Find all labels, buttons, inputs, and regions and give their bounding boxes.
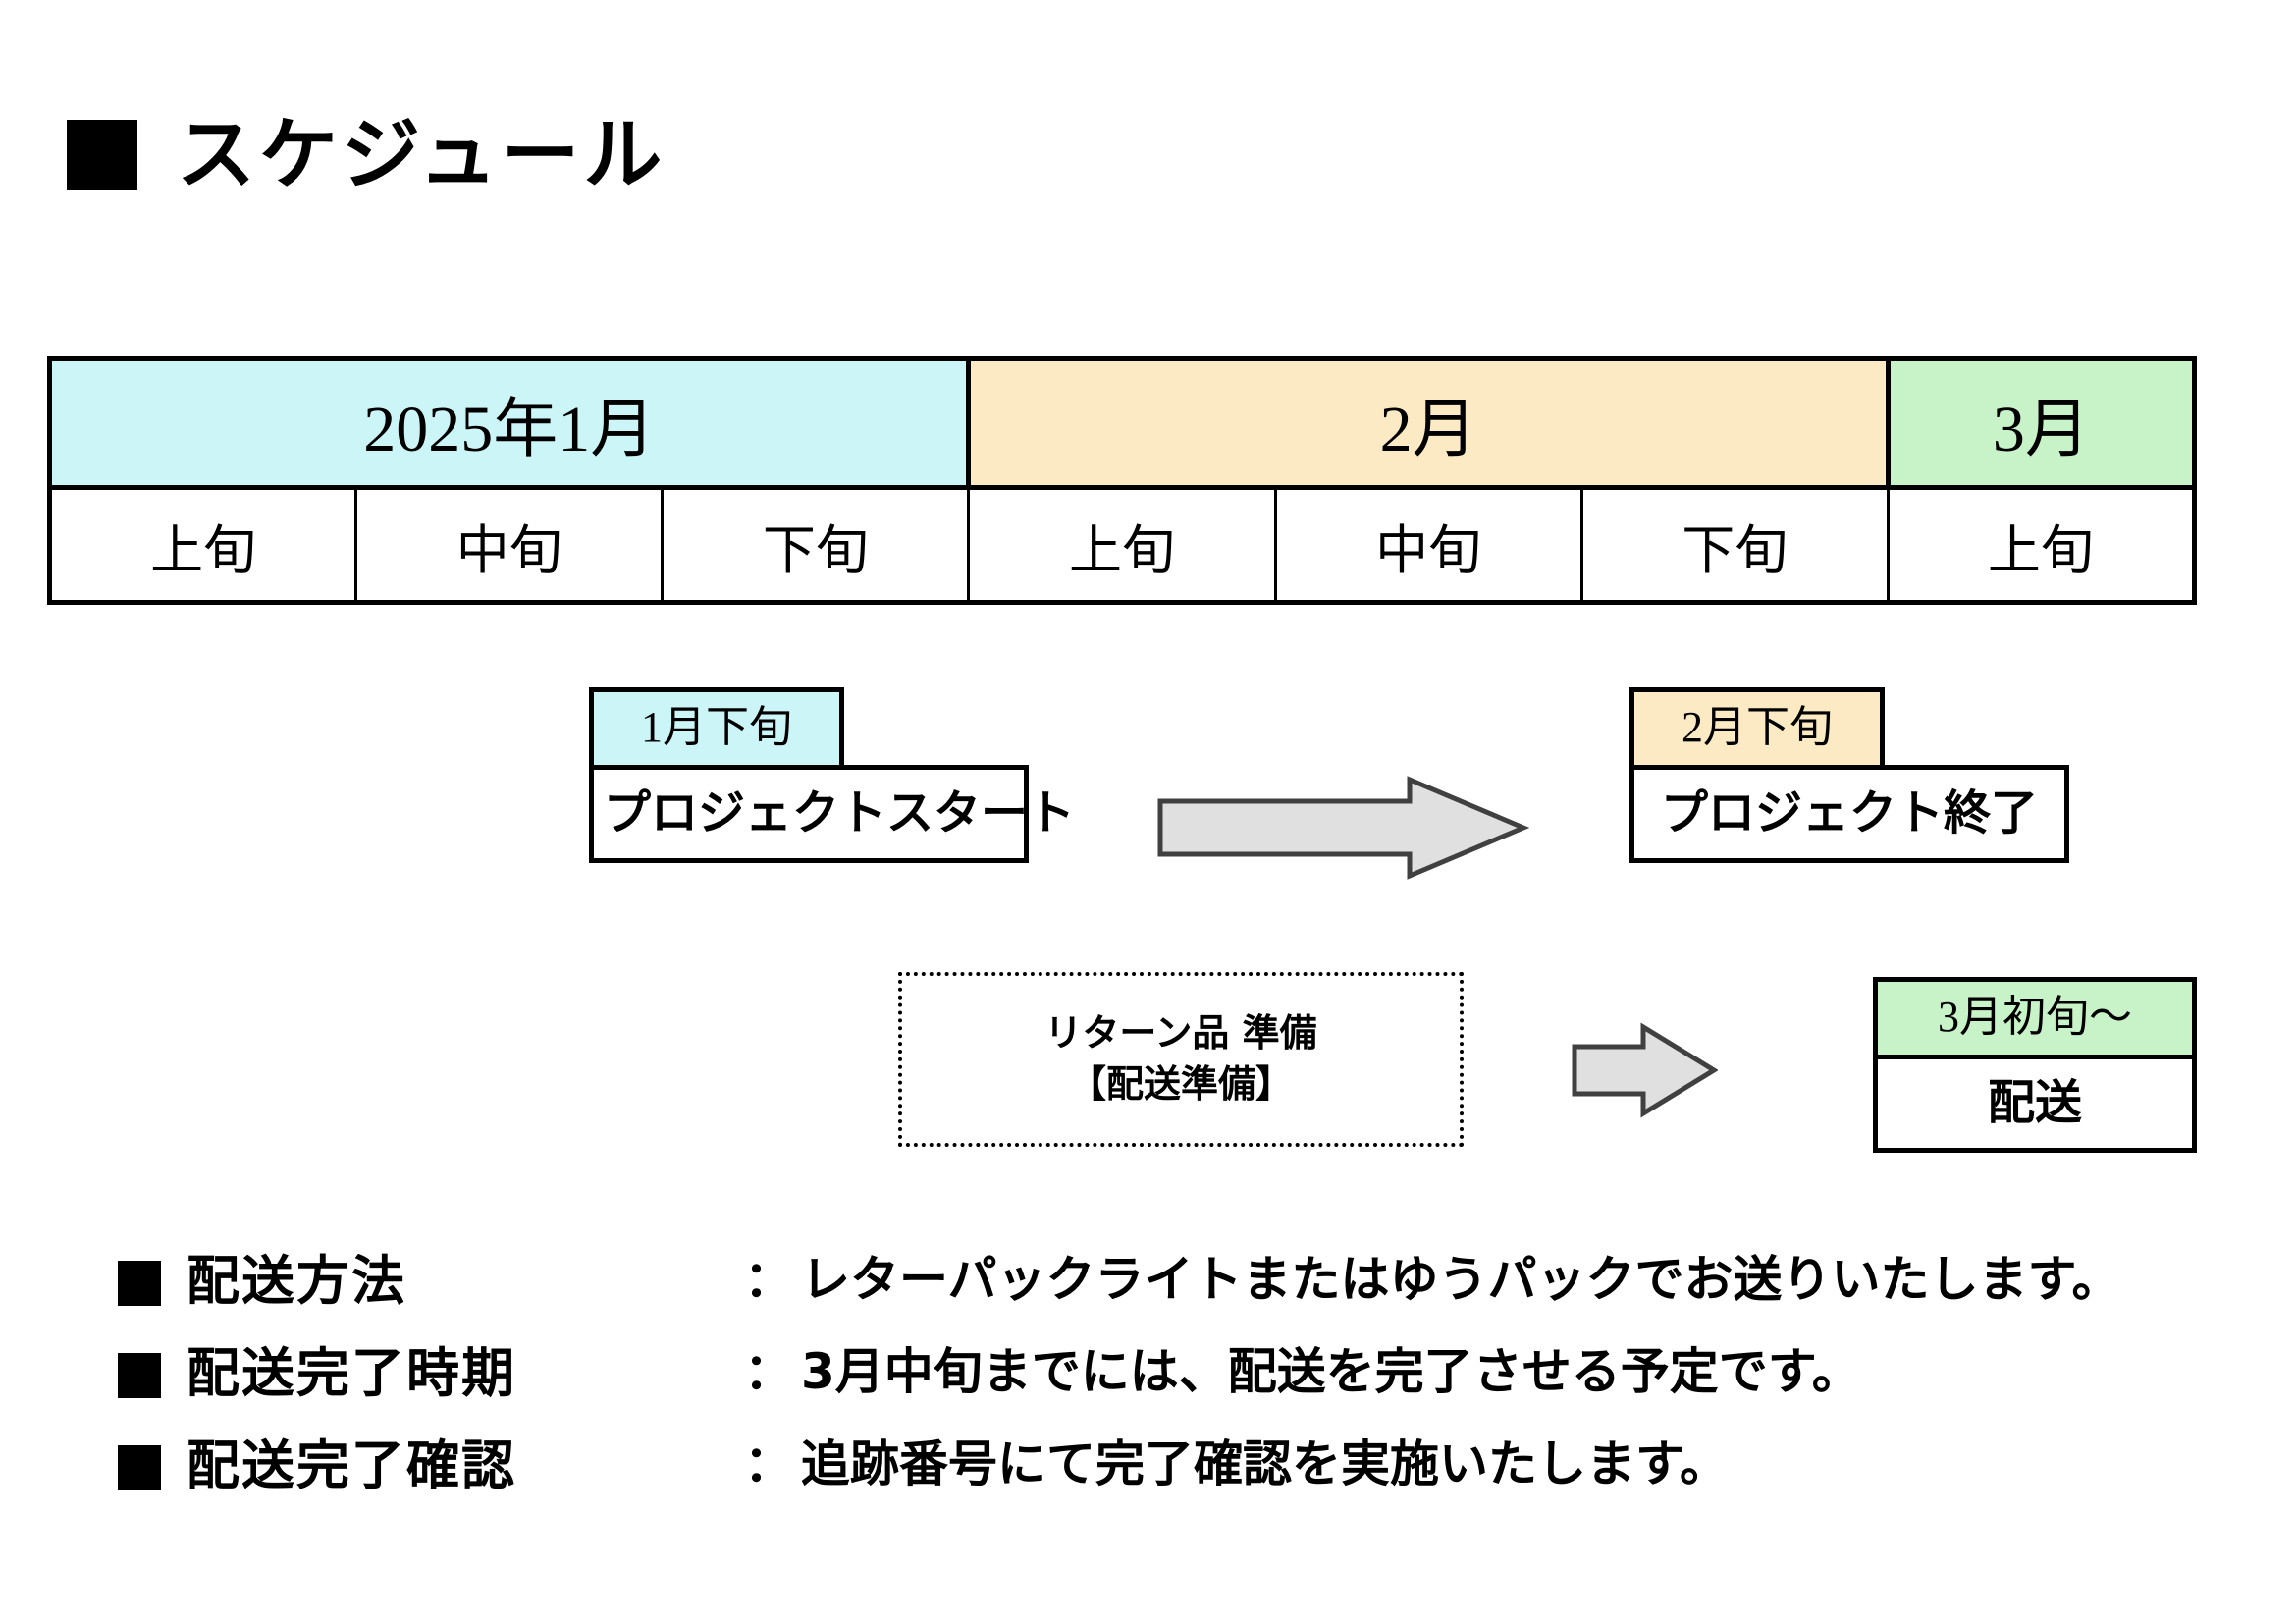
milestone-end-label: プロジェクト終了: [1629, 765, 2069, 863]
timeline-decade-cell-jan-early: 上旬: [46, 486, 358, 605]
timeline-month-cell-jan: 2025年1月: [46, 356, 972, 490]
arrow-right-icon-small: [1572, 1022, 1718, 1118]
milestone-delivery-label: 配送: [1873, 1055, 2197, 1153]
milestone-delivery-date-tag: 3月初旬～: [1873, 977, 2197, 1055]
page-title-text: スケジュール: [177, 109, 667, 200]
note-label-completion-time: 配送完了時期: [187, 1342, 516, 1404]
note-value-shipping-method: レターパックライトまたはゆうパックでお送りいたします。: [801, 1251, 2121, 1308]
timeline-decade-cell-feb-early: 上旬: [967, 486, 1277, 605]
note-colon: ：: [744, 1435, 793, 1492]
arrow-right-icon-large: [1157, 776, 1529, 880]
note-row-shipping-method: 配送方法 ： レターパックライトまたはゆうパックでお送りいたします。: [118, 1249, 2179, 1326]
milestone-project-end: 2月下旬 プロジェクト終了: [1629, 687, 2069, 863]
timeline-decade-cell-jan-mid: 中旬: [354, 486, 665, 605]
milestone-start-label: プロジェクトスタート: [589, 765, 1075, 863]
note-label-shipping-method: 配送方法: [187, 1250, 406, 1312]
timeline-decade-cell-feb-late: 下旬: [1579, 486, 1890, 605]
square-bullet-icon: [118, 1353, 161, 1398]
timeline-decade-cell-feb-mid: 中旬: [1273, 486, 1583, 605]
page-title: スケジュール: [67, 116, 666, 194]
square-bullet-icon: [118, 1261, 161, 1306]
note-value-completion-time: 3月中旬までには、配送を完了させる予定です。: [801, 1343, 1861, 1400]
square-bullet-icon: [67, 120, 137, 190]
schedule-timeline-table: 2025年1月 2月 3月 上旬 中旬 下旬 上旬 中旬 下旬 上旬: [46, 356, 2198, 605]
prep-box-line-2: 【配送準備】: [1068, 1062, 1293, 1106]
note-colon: ：: [744, 1343, 793, 1400]
return-preparation-box: リターン品 準備 【配送準備】: [898, 972, 1464, 1147]
milestone-delivery: 3月初旬～ 配送: [1873, 977, 2197, 1153]
timeline-decade-cell-mar-early: 上旬: [1886, 486, 2198, 605]
milestone-end-date-tag: 2月下旬: [1629, 687, 1885, 765]
square-bullet-icon: [118, 1445, 161, 1490]
milestone-start-date-tag: 1月下旬: [589, 687, 844, 765]
timeline-month-cell-mar: 3月: [1885, 356, 2198, 490]
timeline-decade-row: 上旬 中旬 下旬 上旬 中旬 下旬 上旬: [46, 486, 2198, 605]
notes-section: 配送方法 ： レターパックライトまたはゆうパックでお送りいたします。 配送完了時…: [118, 1249, 2179, 1526]
timeline-month-row: 2025年1月 2月 3月: [46, 356, 2198, 490]
note-row-completion-confirmation: 配送完了確認 ： 追跡番号にて完了確認を実施いたします。: [118, 1434, 2179, 1510]
note-label-completion-confirmation: 配送完了確認: [187, 1435, 516, 1496]
note-colon: ：: [744, 1251, 793, 1308]
prep-box-line-1: リターン品 準備: [1044, 1011, 1317, 1056]
note-row-completion-time: 配送完了時期 ： 3月中旬までには、配送を完了させる予定です。: [118, 1341, 2179, 1418]
milestone-project-start: 1月下旬 プロジェクトスタート: [589, 687, 1075, 863]
timeline-decade-cell-jan-late: 下旬: [661, 486, 971, 605]
note-value-completion-confirmation: 追跡番号にて完了確認を実施いたします。: [801, 1435, 1729, 1492]
timeline-month-cell-feb: 2月: [966, 356, 1891, 490]
